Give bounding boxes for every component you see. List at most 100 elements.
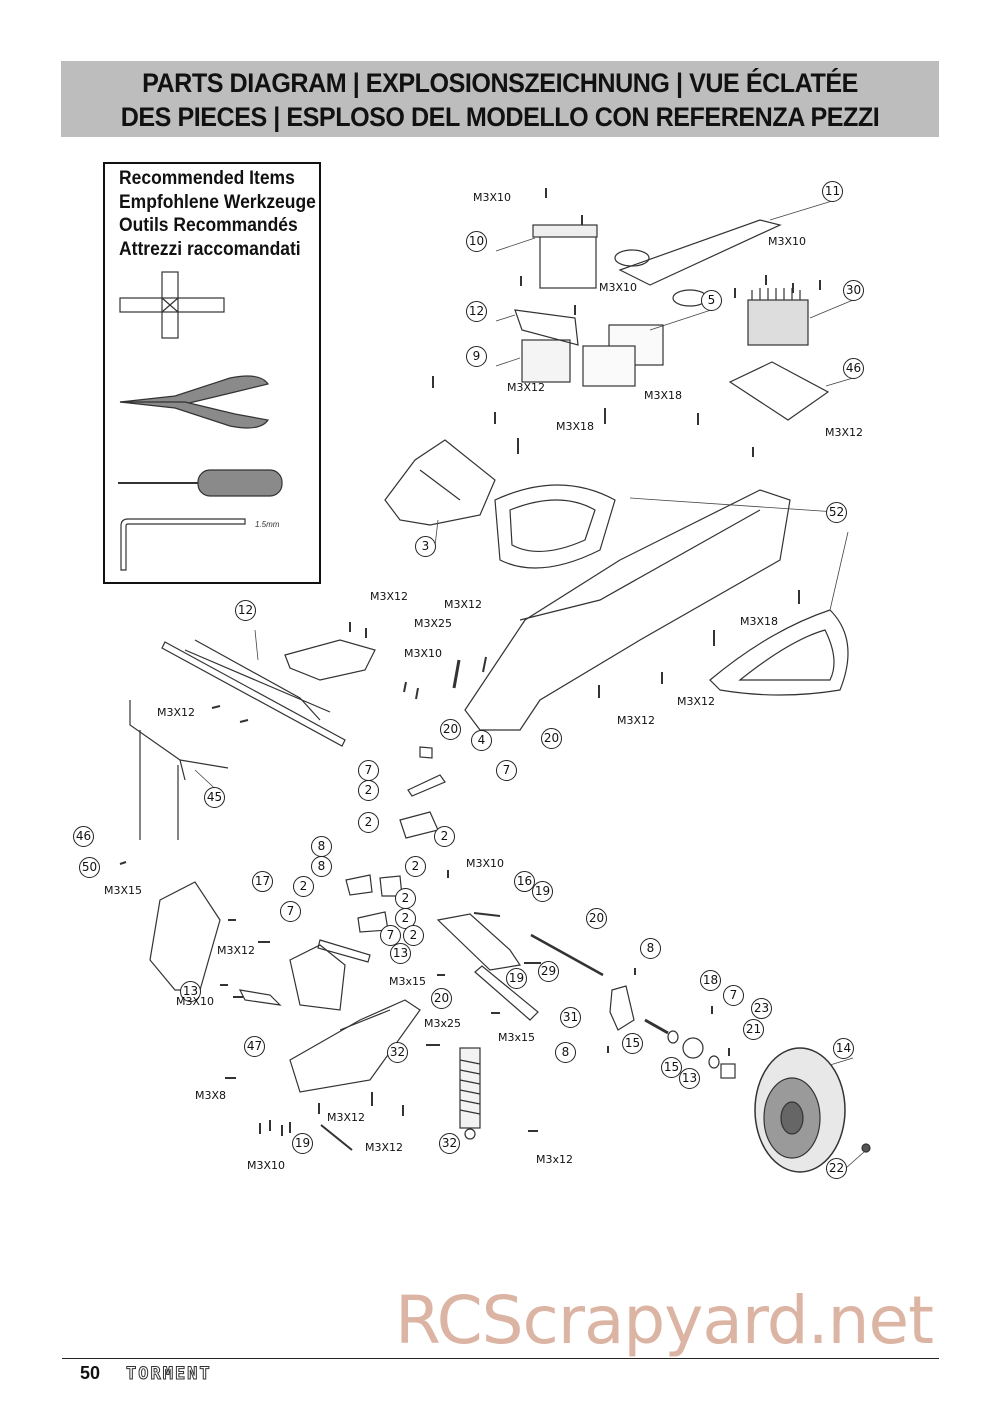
recommended-items-box: Recommended Items Empfohlene Werkzeuge O… xyxy=(103,162,321,584)
part-callout: 32 xyxy=(439,1133,460,1154)
screw-size-label: M3x15 xyxy=(389,975,426,988)
part-callout: 10 xyxy=(466,231,487,252)
pliers-icon xyxy=(119,375,270,429)
part-callout: 8 xyxy=(640,938,661,959)
hub-axle-part xyxy=(644,1018,669,1035)
wheel-tire-part xyxy=(754,1047,846,1173)
header-title-line2: DES PIECES | ESPLOSO DEL MODELLO CON REF… xyxy=(120,102,880,132)
screw-size-label: M3X10 xyxy=(176,995,215,1008)
part-callout: 47 xyxy=(244,1036,265,1057)
part-callout: 46 xyxy=(843,358,864,379)
skid-plate-part xyxy=(289,999,421,1093)
part-callout: 9 xyxy=(466,346,487,367)
screw-size-label: M3X12 xyxy=(825,426,864,439)
cross-wrench-icon xyxy=(119,271,225,339)
screw-size-label: M3X12 xyxy=(507,381,546,394)
header-title-line1: PARTS DIAGRAM | EXPLOSIONSZEICHNUNG | VU… xyxy=(142,68,858,98)
part-callout: 20 xyxy=(541,728,562,749)
part-callout: 2 xyxy=(405,856,426,877)
part-callout: 21 xyxy=(743,1019,764,1040)
screw-size-label: M3X10 xyxy=(404,647,443,660)
page-header: PARTS DIAGRAM | EXPLOSIONSZEICHNUNG | VU… xyxy=(61,61,939,137)
part-callout: 23 xyxy=(751,998,772,1019)
part-callout: 2 xyxy=(395,888,416,909)
screw-size-label: M3x12 xyxy=(536,1153,573,1166)
part-callout: 13 xyxy=(390,943,411,964)
screw-size-label: M3X10 xyxy=(247,1159,286,1172)
part-callout: 19 xyxy=(292,1133,313,1154)
screw-size-label: M3X15 xyxy=(104,884,143,897)
hex-hub-part xyxy=(720,1063,736,1079)
part-callout: 32 xyxy=(387,1042,408,1063)
part-callout: 2 xyxy=(293,876,314,897)
screw-size-label: M3X10 xyxy=(599,281,638,294)
screw-size-label: M3X12 xyxy=(370,590,409,603)
part-callout: 2 xyxy=(403,925,424,946)
part-callout: 7 xyxy=(723,985,744,1006)
rear-battery-strap-part xyxy=(709,609,849,696)
part-callout: 15 xyxy=(661,1057,682,1078)
tools-title-it: Attrezzi raccomandati xyxy=(119,238,301,260)
part-callout: 17 xyxy=(252,871,273,892)
leader-lines xyxy=(194,200,865,1169)
carrier-part xyxy=(682,1037,704,1059)
part-callout: 20 xyxy=(431,988,452,1009)
battery-strap-part xyxy=(494,484,616,569)
tools-title-de: Empfohlene Werkzeuge xyxy=(119,191,316,213)
part-callout: 15 xyxy=(622,1033,643,1054)
servo-saver-plate-part xyxy=(614,219,782,307)
part-callout: 29 xyxy=(538,961,559,982)
part-callout: 7 xyxy=(280,901,301,922)
part-callout: 50 xyxy=(79,857,100,878)
part-callout: 5 xyxy=(701,290,722,311)
screw-size-label: M3X12 xyxy=(677,695,716,708)
tower-brace-part xyxy=(238,989,282,1006)
part-callout: 19 xyxy=(532,881,553,902)
part-callout: 13 xyxy=(679,1068,700,1089)
part-callout: 2 xyxy=(358,780,379,801)
part-callout: 14 xyxy=(833,1038,854,1059)
screw-size-label: M3X10 xyxy=(768,235,807,248)
part-callout: 3 xyxy=(415,536,436,557)
screw-size-label: M3X12 xyxy=(157,706,196,719)
part-callout: 16 xyxy=(514,871,535,892)
screw-size-label: M3X12 xyxy=(365,1141,404,1154)
chassis-part xyxy=(464,489,791,731)
shock-absorber-part xyxy=(459,1047,481,1140)
body-post-part xyxy=(129,700,229,840)
part-callout: 2 xyxy=(434,826,455,847)
bumper-mount-part xyxy=(284,639,376,681)
screw-size-label: M3X12 xyxy=(217,944,256,957)
screw-size-label: M3X12 xyxy=(444,598,483,611)
part-callout: 8 xyxy=(555,1042,576,1063)
tools-title-en: Recommended Items xyxy=(119,168,295,189)
steering-knuckle-part xyxy=(609,985,635,1031)
shock-tower-part xyxy=(149,881,221,991)
receiver-part xyxy=(521,339,571,383)
front-bumper-part xyxy=(161,639,346,747)
screw-size-label: M3X25 xyxy=(414,617,453,630)
screw-size-label: M3X10 xyxy=(466,857,505,870)
part-callout: 22 xyxy=(826,1158,847,1179)
part-callout: 13 xyxy=(180,981,201,1002)
lower-arm-part xyxy=(474,965,539,1021)
part-callout: 7 xyxy=(496,760,517,781)
servo-part xyxy=(532,224,598,289)
part-callout: 12 xyxy=(466,301,487,322)
part-callout: 7 xyxy=(380,925,401,946)
bearing-part xyxy=(667,1030,720,1069)
part-callout: 4 xyxy=(471,730,492,751)
screw-size-label: M3X8 xyxy=(195,1089,227,1102)
suspension-arm-part xyxy=(436,913,522,971)
brand-logo: TORMENT xyxy=(126,1364,212,1385)
screw-size-label: M3x25 xyxy=(424,1017,461,1030)
screw-size-label: M3X18 xyxy=(556,420,595,433)
screw-size-label: M3x15 xyxy=(498,1031,535,1044)
part-callout: 52 xyxy=(826,502,847,523)
hex-key-size-label: 1.5mm xyxy=(255,520,280,529)
wheel-nut-part xyxy=(861,1143,871,1153)
part-callout: 19 xyxy=(506,968,527,989)
screwdriver-icon xyxy=(118,469,283,497)
screw-size-label: M3X12 xyxy=(327,1111,366,1124)
